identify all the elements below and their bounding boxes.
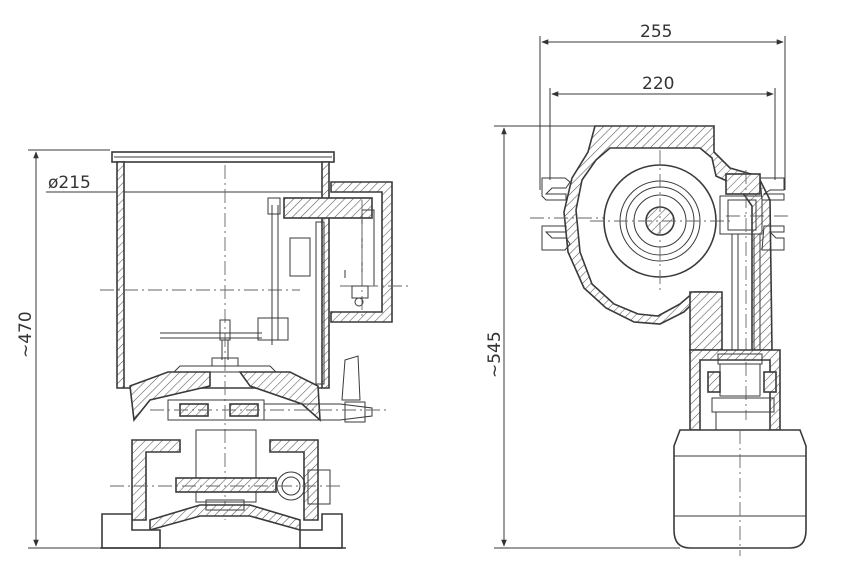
- pump-body: [100, 355, 390, 549]
- side-view: 255 220 ~545: [485, 22, 807, 556]
- side-width-inner-dimension: 220: [549, 74, 776, 180]
- tank: [111, 151, 335, 389]
- inner-mechanism: [100, 165, 325, 520]
- front-diameter-dimension: ø215: [46, 173, 329, 195]
- coupling-housing: [689, 349, 781, 431]
- gear-box: [283, 181, 410, 323]
- vertical-shaft: [719, 170, 763, 420]
- side-height-label: ~545: [485, 331, 505, 378]
- side-width-inner-label: 220: [642, 74, 674, 94]
- front-view: ~470 ø215: [16, 149, 410, 549]
- side-width-outer-label: 255: [640, 22, 672, 42]
- large-gear: [590, 150, 730, 292]
- front-height-label: ~470: [16, 311, 36, 358]
- side-width-outer-dimension: 255: [539, 22, 786, 190]
- motor: [673, 429, 807, 556]
- front-height-dimension: ~470: [16, 149, 110, 549]
- front-diameter-label: ø215: [48, 173, 91, 193]
- side-height-dimension: ~545: [485, 125, 680, 549]
